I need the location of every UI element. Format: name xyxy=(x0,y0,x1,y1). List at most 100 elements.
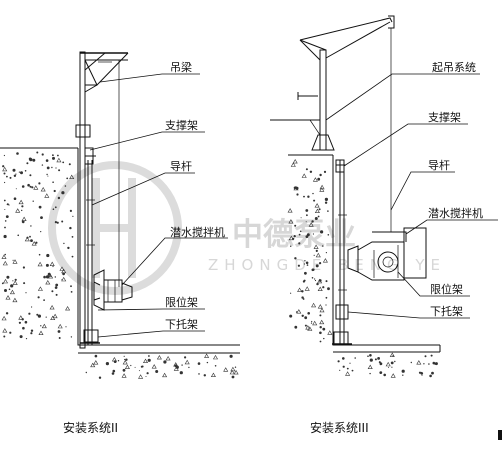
concrete-stipple xyxy=(54,221,58,224)
concrete-stipple xyxy=(304,271,307,275)
concrete-stipple xyxy=(52,156,55,160)
concrete-stipple xyxy=(392,355,394,357)
concrete-stipple xyxy=(43,275,46,279)
concrete-stipple xyxy=(304,316,308,320)
concrete-stipple xyxy=(198,373,200,375)
concrete-stipple xyxy=(3,234,7,239)
concrete-stipple xyxy=(30,329,34,332)
concrete-stipple xyxy=(45,275,50,279)
concrete-stipple xyxy=(423,363,425,365)
concrete-stipple xyxy=(369,372,371,375)
concrete-stipple xyxy=(51,166,53,169)
concrete-stipple xyxy=(52,313,58,319)
concrete-stipple xyxy=(303,263,305,265)
concrete-stipple xyxy=(305,221,307,223)
concrete-stipple xyxy=(324,197,328,201)
concrete-stipple xyxy=(346,367,349,370)
concrete-stipple xyxy=(58,337,61,339)
concrete-stipple xyxy=(429,374,432,378)
concrete-stipple xyxy=(32,200,34,202)
concrete-stipple xyxy=(17,234,20,237)
concrete-stipple xyxy=(319,340,322,343)
concrete-stipple xyxy=(308,222,314,227)
concrete-stipple xyxy=(2,166,8,172)
concrete-stipple xyxy=(385,361,391,367)
concrete-stipple xyxy=(41,164,44,166)
concrete-stipple xyxy=(12,168,16,172)
concrete-stipple xyxy=(311,220,314,223)
concrete-stipple xyxy=(5,312,9,315)
concrete-stipple xyxy=(314,279,317,282)
concrete-stipple xyxy=(111,372,115,375)
concrete-stipple xyxy=(1,254,7,259)
concrete-stipple xyxy=(173,366,179,371)
concrete-stipple xyxy=(56,221,59,224)
concrete-stipple xyxy=(324,201,328,204)
concrete-stipple xyxy=(319,262,322,265)
concrete-stipple xyxy=(296,309,302,314)
concrete-stipple xyxy=(55,293,58,296)
concrete-stipple xyxy=(18,321,21,324)
concrete-stipple xyxy=(288,219,294,224)
concrete-stipple xyxy=(5,295,11,300)
concrete-stipple xyxy=(292,158,298,164)
concrete-stipple xyxy=(430,354,433,357)
concrete-stipple xyxy=(229,369,235,375)
concrete-stipple xyxy=(46,253,50,258)
label-bottom-bracket-right: 下托架 xyxy=(430,304,463,318)
concrete-stipple xyxy=(322,286,325,289)
concrete-stipple xyxy=(147,358,151,362)
concrete-stipple xyxy=(13,174,17,177)
concrete-stipple xyxy=(41,153,44,156)
concrete-stipple xyxy=(56,157,62,163)
concrete-stipple xyxy=(319,173,322,177)
concrete-stipple xyxy=(123,355,125,357)
concrete-stipple xyxy=(379,371,383,374)
concrete-stipple xyxy=(52,265,54,268)
concrete-stipple xyxy=(48,273,54,279)
concrete-stipple xyxy=(214,365,217,367)
concrete-stipple xyxy=(117,360,120,362)
concrete-stipple xyxy=(294,257,297,260)
concrete-stipple xyxy=(148,355,150,357)
concrete-stipple xyxy=(432,361,436,365)
concrete-stipple xyxy=(322,327,326,331)
concrete-stipple xyxy=(312,268,315,271)
concrete-stipple xyxy=(314,278,316,280)
concrete-stipple xyxy=(234,366,237,368)
concrete-stipple xyxy=(313,244,319,249)
concrete-stipple xyxy=(47,175,49,177)
concrete-stipple xyxy=(165,355,171,361)
concrete-stipple xyxy=(21,220,25,224)
concrete-stipple xyxy=(322,245,324,247)
concrete-stipple xyxy=(69,174,75,179)
concrete-stipple xyxy=(57,154,59,157)
concrete-stipple xyxy=(303,195,305,198)
concrete-stipple xyxy=(140,365,143,368)
concrete-stipple xyxy=(24,236,30,242)
concrete-stipple xyxy=(223,367,229,372)
concrete-stipple xyxy=(32,158,36,162)
concrete-stipple xyxy=(46,166,50,170)
concrete-stipple xyxy=(20,171,23,175)
label-lifting-beam-left: 吊梁 xyxy=(170,60,192,74)
concrete-stipple xyxy=(3,335,6,338)
concrete-stipple xyxy=(349,362,351,364)
concrete-stipple xyxy=(70,336,73,338)
concrete-stipple xyxy=(30,332,33,335)
concrete-stipple xyxy=(181,364,183,366)
concrete-stipple xyxy=(179,371,183,375)
concrete-stipple xyxy=(12,280,18,285)
concrete-stipple xyxy=(162,372,168,378)
concrete-stipple xyxy=(301,296,304,299)
concrete-stipple xyxy=(401,369,405,373)
concrete-stipple xyxy=(312,192,314,195)
concrete-stipple xyxy=(311,277,314,279)
concrete-stipple xyxy=(21,209,23,212)
concrete-stipple xyxy=(325,252,327,254)
concrete-stipple xyxy=(36,313,39,316)
concrete-stipple xyxy=(188,366,190,369)
concrete-stipple xyxy=(4,289,7,292)
concrete-stipple xyxy=(31,306,33,308)
